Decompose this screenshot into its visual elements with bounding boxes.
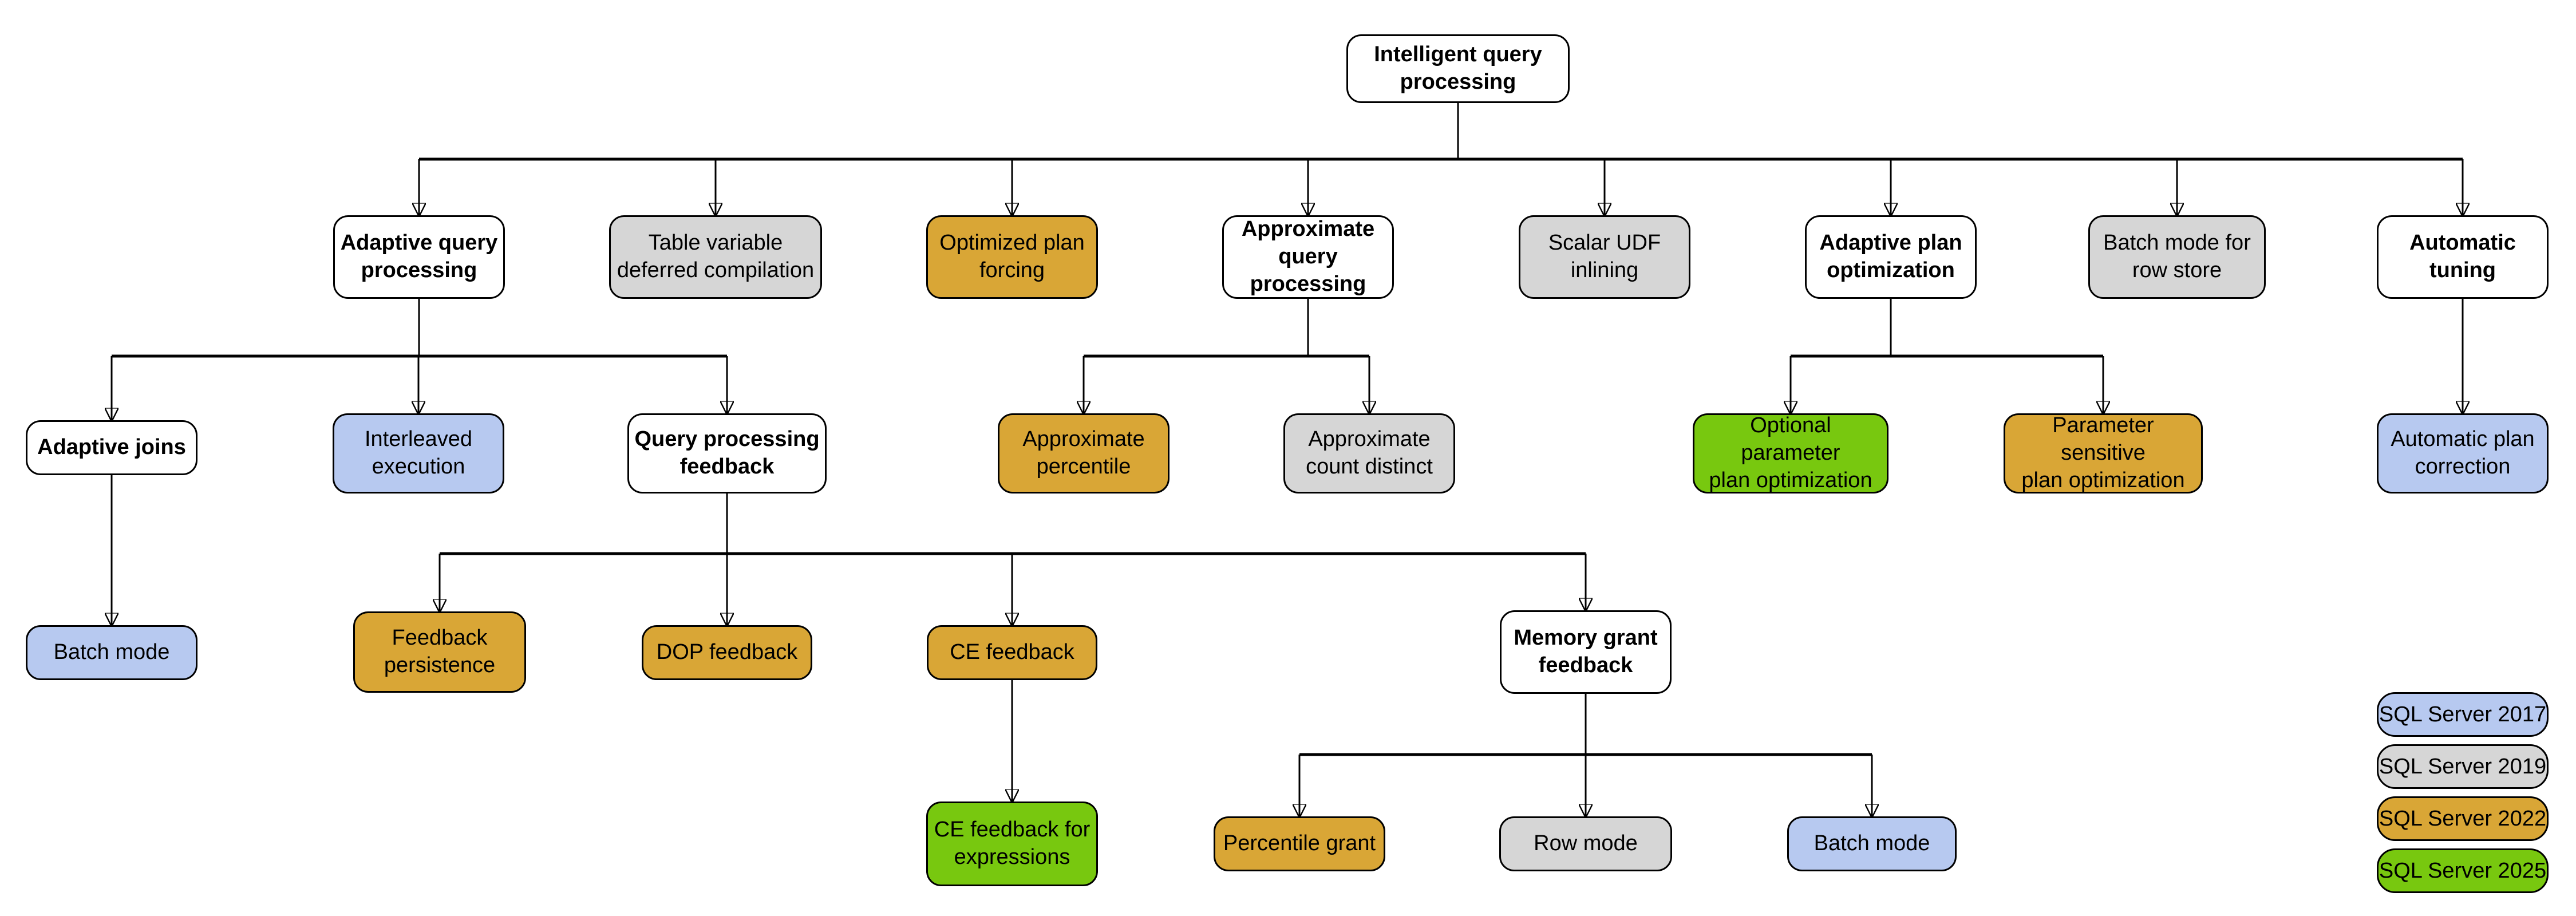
node-scalar-udf-inlining: Scalar UDF inlining [1519,215,1690,299]
node-automatic-tuning: Automatic tuning [2377,215,2549,299]
node-approximate-query-processing: Approximate query processing [1222,215,1394,299]
node-interleaved-execution: Interleaved execution [333,413,504,493]
node-adaptive-query-processing: Adaptive query processing [333,215,505,299]
node-adaptive-plan-optimization: Adaptive plan optimization [1805,215,1977,299]
node-parameter-sensitive-plan-optimization: Parameter sensitive plan optimization [2004,413,2203,493]
node-percentile-grant: Percentile grant [1214,816,1385,871]
node-optional-parameter-plan-optimization: Optional parameter plan optimization [1693,413,1888,493]
node-automatic-plan-correction: Automatic plan correction [2377,413,2549,493]
node-row-mode: Row mode [1499,816,1672,871]
node-batch-mode-memory-grant: Batch mode [1787,816,1957,871]
node-ce-feedback-for-expressions: CE feedback for expressions [926,802,1098,886]
legend-item-sql-server-2025: SQL Server 2025 [2377,848,2549,893]
node-intelligent-query-processing: Intelligent query processing [1346,34,1570,103]
node-query-processing-feedback: Query processing feedback [627,413,827,493]
node-approximate-percentile: Approximate percentile [998,413,1170,493]
legend-item-sql-server-2019: SQL Server 2019 [2377,744,2549,789]
node-feedback-persistence: Feedback persistence [353,611,526,693]
node-dop-feedback: DOP feedback [642,625,812,680]
node-memory-grant-feedback: Memory grant feedback [1500,610,1672,694]
node-approximate-count-distinct: Approximate count distinct [1283,413,1455,493]
node-table-variable-deferred-compilation: Table variable deferred compilation [609,215,822,299]
node-batch-mode-for-row-store: Batch mode for row store [2088,215,2266,299]
node-ce-feedback: CE feedback [927,625,1097,680]
legend-item-sql-server-2022: SQL Server 2022 [2377,796,2549,841]
legend-item-sql-server-2017: SQL Server 2017 [2377,692,2549,737]
node-batch-mode-adaptive-joins: Batch mode [26,625,197,680]
node-adaptive-joins: Adaptive joins [26,420,197,475]
node-optimized-plan-forcing: Optimized plan forcing [926,215,1098,299]
